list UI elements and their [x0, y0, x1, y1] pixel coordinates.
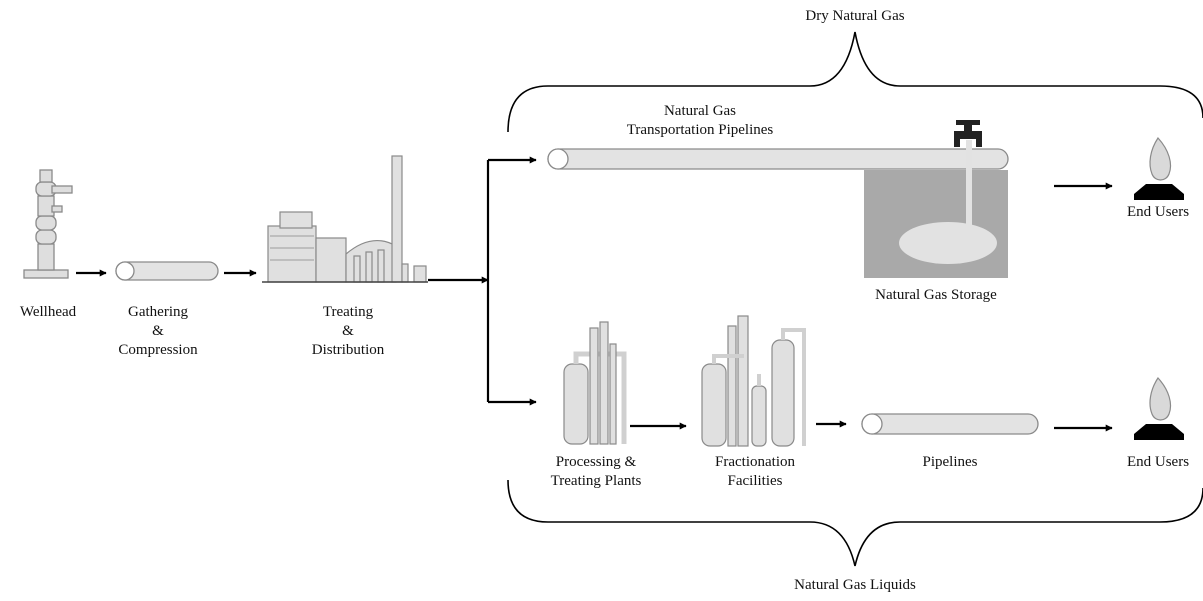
fractionation-label-line-2: Facilities	[727, 473, 783, 489]
valve-icon	[954, 120, 982, 147]
ngl-pipeline-icon	[861, 413, 1039, 435]
fractionation-label: Fractionation Facilities	[715, 453, 795, 491]
processing-label: Processing & Treating Plants	[551, 453, 642, 491]
transport-pipeline-icon	[547, 148, 1009, 170]
treating-label-line-2: &	[342, 323, 354, 339]
transport-pipelines-label-line-2: Transportation Pipelines	[626, 122, 774, 138]
pipelines-label: Pipelines	[922, 454, 978, 470]
pipeline-icon	[115, 261, 219, 281]
gathering-label-line-3: Compression	[118, 342, 198, 358]
processing-label-line-2: Treating Plants	[550, 473, 642, 489]
flame-burner-icon	[1134, 137, 1184, 200]
processing-tower-icon	[563, 321, 627, 445]
treating-label-line-1: Treating	[322, 304, 374, 320]
fractionation-tower-icon	[701, 315, 806, 447]
gas-plant-icon	[262, 155, 428, 283]
storage-cavern-icon	[864, 140, 1008, 278]
storage-label: Natural Gas Storage	[875, 287, 997, 303]
dry-gas-brace	[507, 31, 1203, 133]
transport-pipelines-label: Natural Gas Transportation Pipelines	[627, 102, 774, 140]
liquids-brace	[507, 479, 1203, 567]
gathering-label-line-1: Gathering	[128, 304, 188, 320]
treating-label: Treating & Distribution	[312, 303, 385, 360]
flame-burner-icon-bottom	[1134, 377, 1184, 440]
transport-pipelines-label-line-1: Natural Gas	[663, 103, 737, 119]
dry-natural-gas-label: Dry Natural Gas	[805, 8, 905, 24]
treating-label-line-3: Distribution	[311, 342, 385, 358]
gathering-label-line-2: &	[152, 323, 164, 339]
wellhead-icon	[23, 169, 73, 279]
natural-gas-liquids-label: Natural Gas Liquids	[794, 577, 916, 593]
processing-label-line-1: Processing &	[555, 454, 637, 470]
end-users-top-label: End Users	[1126, 204, 1190, 220]
gathering-label: Gathering & Compression	[118, 303, 197, 360]
fractionation-label-line-1: Fractionation	[715, 454, 795, 470]
end-users-bottom-label: End Users	[1126, 454, 1190, 470]
wellhead-label: Wellhead	[19, 304, 77, 320]
